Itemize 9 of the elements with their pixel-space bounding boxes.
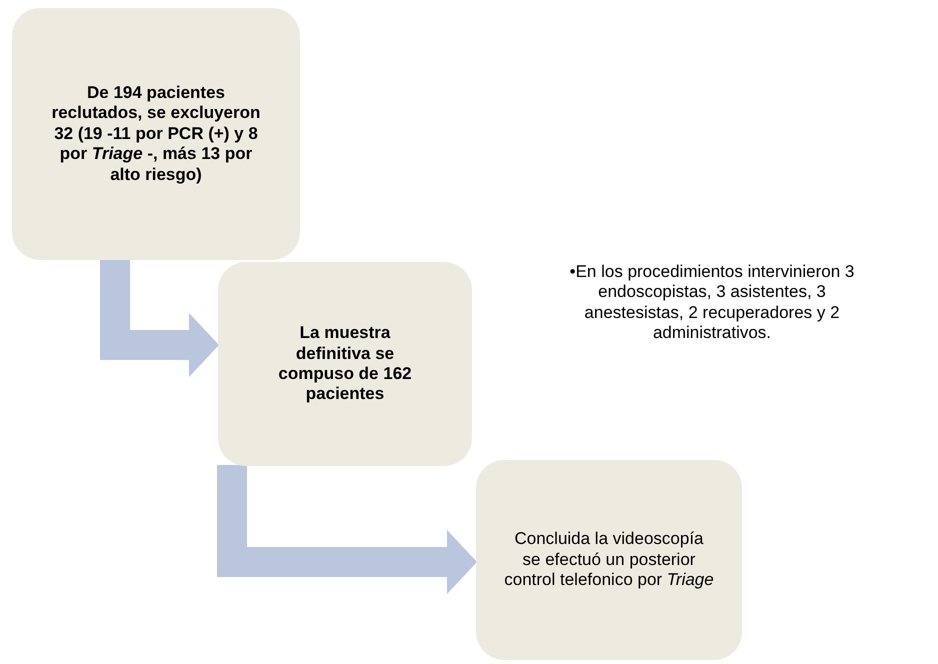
box-text: La muestra definitiva se compuso de 162 pacientes — [277, 323, 413, 405]
rounded-box — [12, 8, 300, 260]
bent-arrow — [217, 465, 477, 594]
box-text: Concluida la videoscopía se efectuó un posterior control telefonico por Triage — [504, 529, 714, 591]
bent-arrow — [100, 259, 219, 377]
rounded-box — [218, 262, 472, 466]
box-text: De 194 pacientes reclutados, se excluyeron 32 (19 -11 por PCR (+) y 8 por Triage -, más 13 por alto riesgo) — [50, 83, 262, 185]
note-text: •En los procedimientos intervinieron 3 endoscopistas, 3 asistentes, 3 anestesistas, 2 recuperadores y 2 administrativos. — [568, 262, 856, 344]
rounded-box — [476, 460, 742, 660]
